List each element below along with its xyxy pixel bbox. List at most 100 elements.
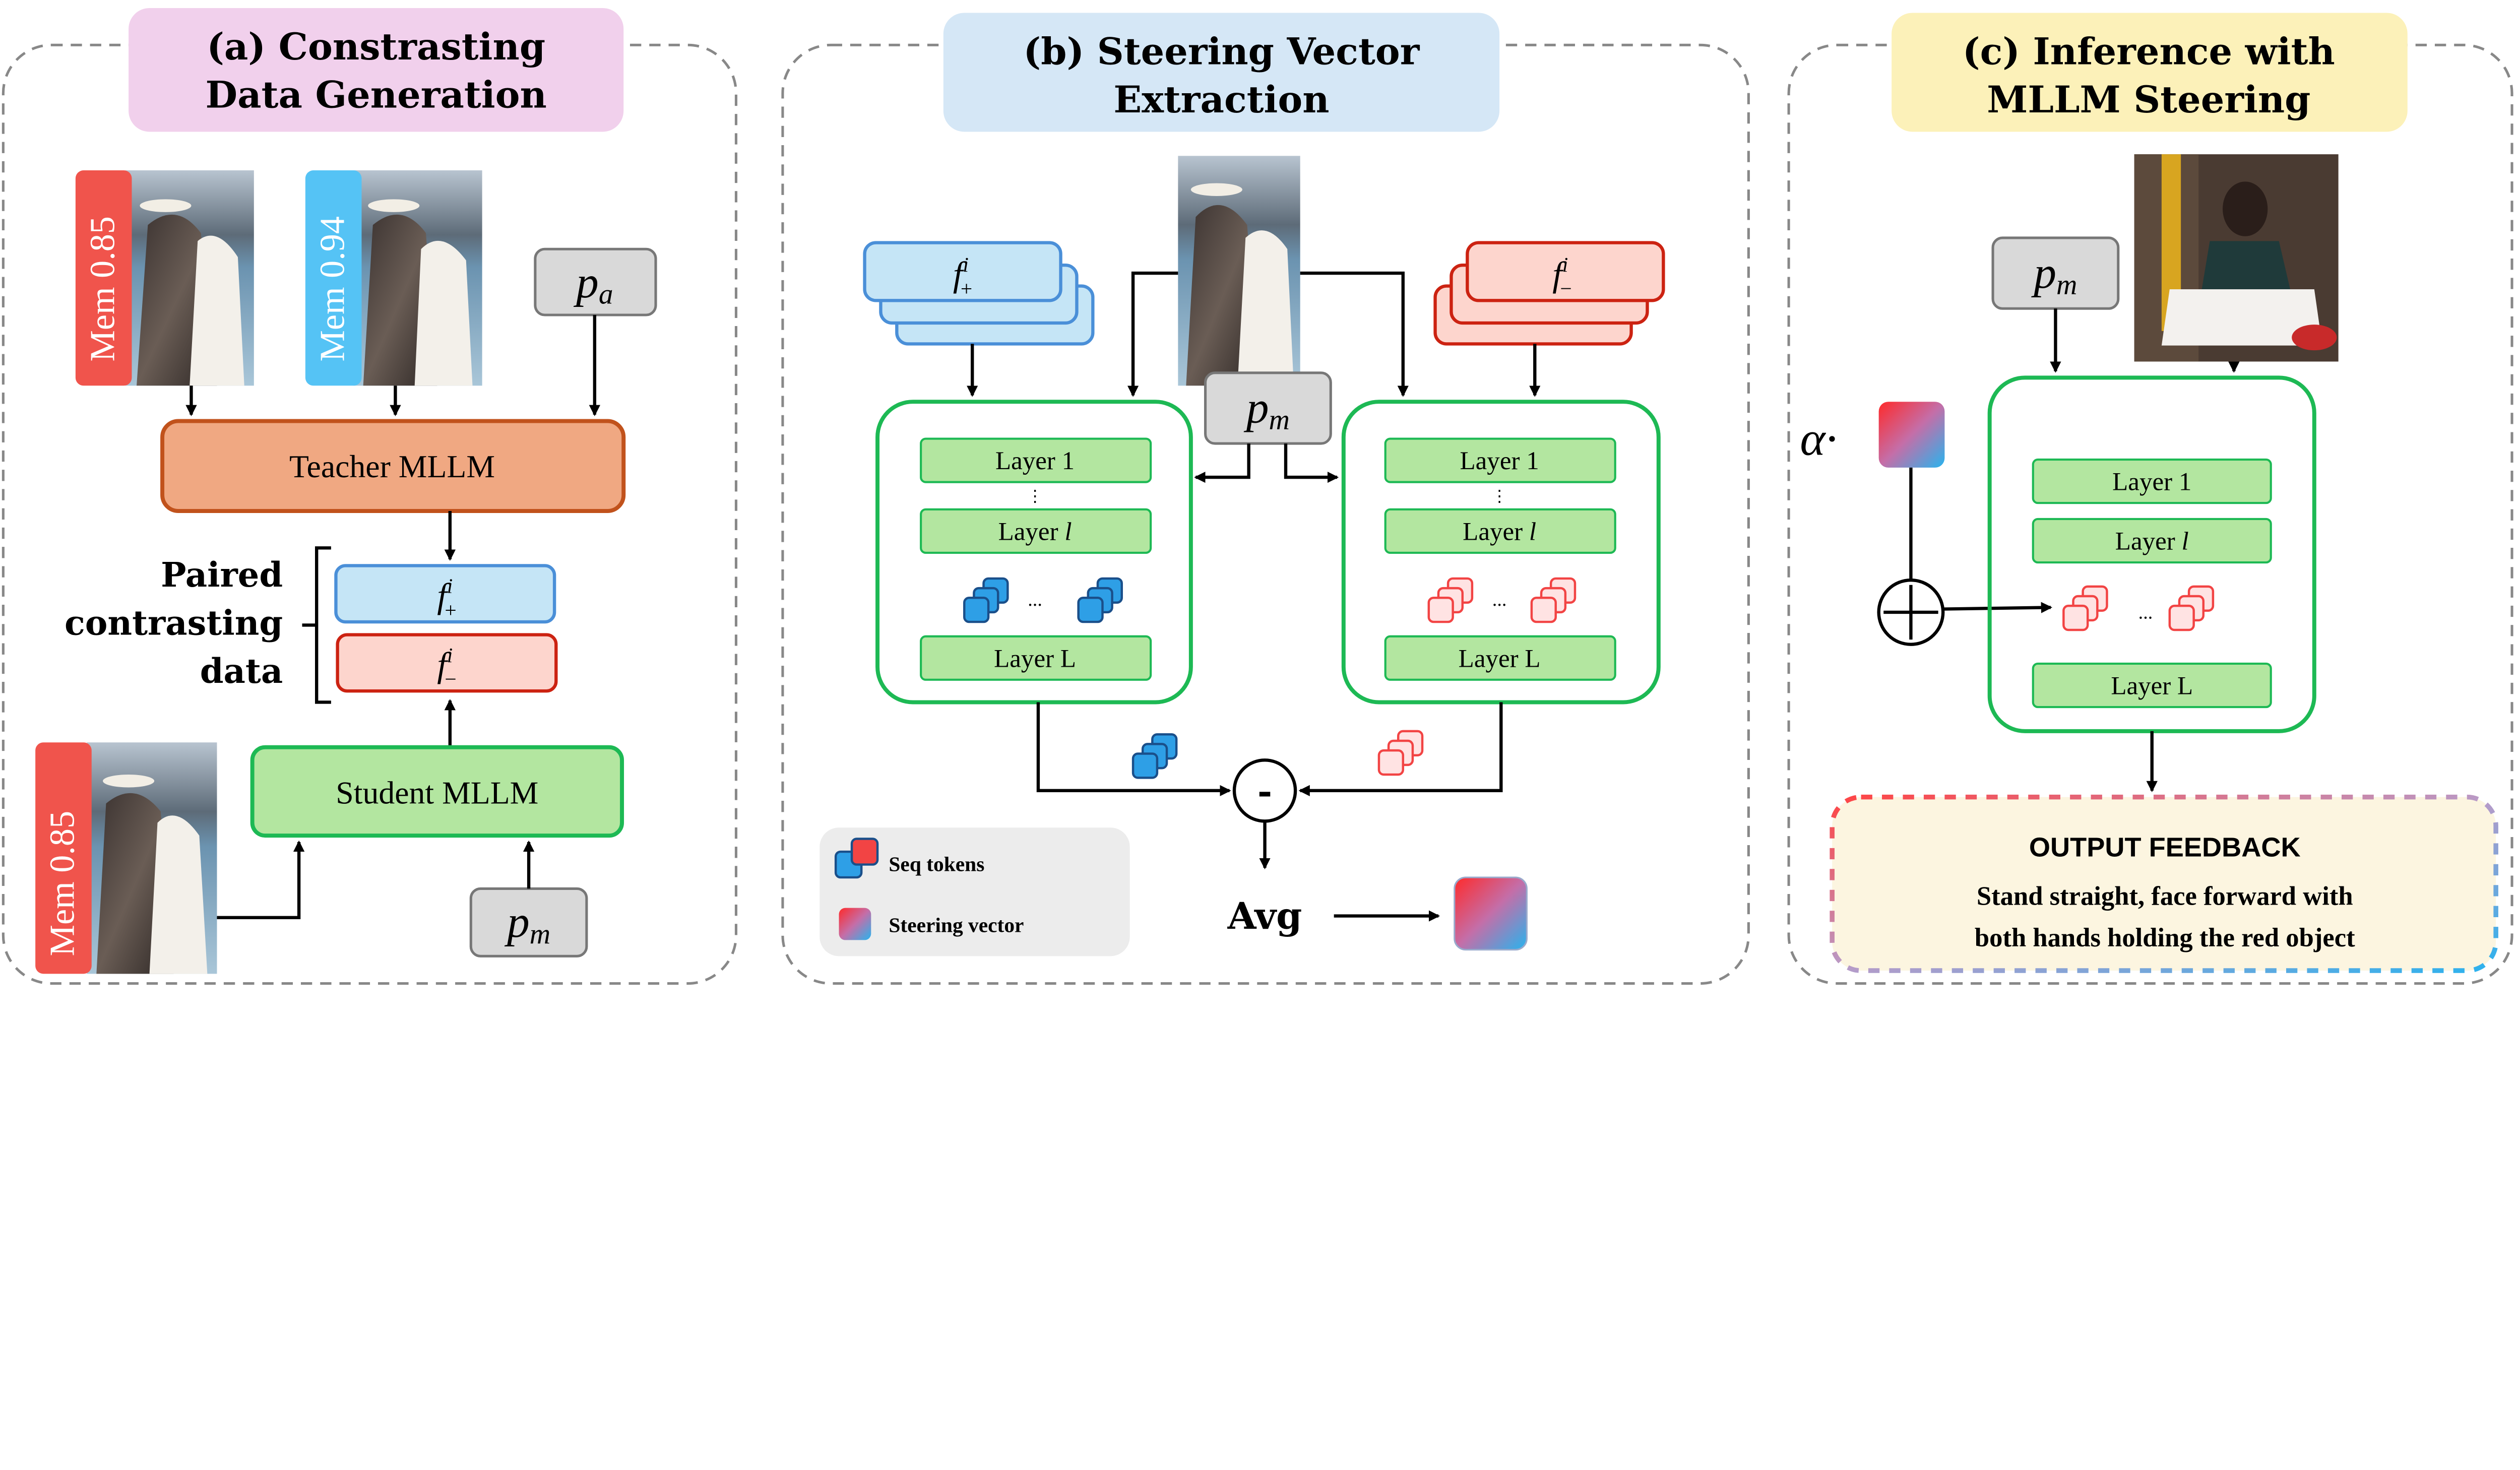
panel-c-title-bg <box>1892 13 2408 132</box>
panel-c: (c) Inference with MLLM Steering pm α· L… <box>1787 13 2513 985</box>
arrow <box>1036 702 1231 797</box>
panel-a-title-line1: (a) Constrasting <box>207 25 545 69</box>
arrow <box>217 840 305 919</box>
prompt-m-label: pm <box>2031 248 2077 301</box>
steering-vector-legend-icon <box>839 908 871 940</box>
brace <box>302 546 331 704</box>
layer-L <box>1384 635 1616 681</box>
layer-1-label: Layer 1 <box>1460 447 1539 475</box>
arrow <box>1943 602 2053 613</box>
method-diagram: (a) Constrasting Data Generation Mem 0.8… <box>2 8 2513 985</box>
token-square <box>850 838 879 866</box>
steering-vector-icon <box>1454 876 1528 951</box>
teacher-mllm-label: Teacher MLLM <box>289 449 495 484</box>
token-group <box>1377 730 1424 776</box>
token-square <box>2168 604 2195 631</box>
token-square <box>1077 596 1104 623</box>
output-feedback-line: Stand straight, face forward with <box>1977 881 2353 911</box>
mem-score-text: Mem 0.85 <box>83 216 122 361</box>
layer-l-label: Layer l <box>2115 528 2189 556</box>
plus-icon <box>1883 585 1938 640</box>
student-mllm-box <box>250 745 624 838</box>
panel-a: (a) Constrasting Data Generation Mem 0.8… <box>2 8 738 985</box>
vertical-ellipsis: ⋮ <box>1027 487 1043 505</box>
token-square <box>1377 749 1405 776</box>
mem-score-badge-high <box>305 170 362 386</box>
paired-label-line: contrasting <box>65 603 283 643</box>
f-minus-box <box>336 633 558 693</box>
token-group <box>1427 577 1577 623</box>
legend-steering-vector: Steering vector <box>889 913 1024 936</box>
token-ellipsis: ... <box>2138 602 2153 623</box>
token-group <box>1131 733 1178 779</box>
seq-tokens-legend-icon <box>834 838 879 879</box>
token-square <box>2062 604 2089 631</box>
f-plus-stack <box>863 241 1095 346</box>
prompt-m-label: pm <box>504 897 550 950</box>
token-ellipsis: ... <box>1028 589 1042 610</box>
layer-l-label: Layer l <box>998 518 1072 546</box>
token-square <box>1530 596 1557 623</box>
layer-l <box>2032 518 2272 564</box>
layer-1 <box>920 437 1152 483</box>
layer-L-label: Layer L <box>2111 672 2193 700</box>
legend <box>820 827 1130 956</box>
alpha-label: α· <box>1800 412 1837 465</box>
steering-vector-icon <box>1878 402 1945 468</box>
token-square <box>1427 596 1454 623</box>
student-mllm-label: Student MLLM <box>336 775 538 810</box>
f-plus-label: fi+ <box>953 253 972 300</box>
photo-couple-high <box>353 170 482 386</box>
layer-l <box>920 508 1152 554</box>
arrow <box>1298 702 1503 797</box>
panel-a-title-line2: Data Generation <box>205 74 546 117</box>
layer-1 <box>1384 437 1616 483</box>
photo-couple-input <box>87 742 217 974</box>
panel-b-title-line1: (b) Steering Vector <box>1024 30 1420 74</box>
token-group <box>2062 585 2215 631</box>
f-plus-box <box>334 564 556 624</box>
output-feedback-line: both hands holding the red object <box>1975 923 2355 952</box>
token-square <box>1131 752 1159 779</box>
avg-label: Avg <box>1227 894 1302 938</box>
model-positive <box>875 400 1193 705</box>
photo-couple <box>1178 156 1300 386</box>
layer-1-label: Layer 1 <box>995 447 1075 475</box>
panel-c-title-line1: (c) Inference with <box>1963 30 2335 74</box>
mem-score-badge-low <box>35 742 92 974</box>
photo-woman-sitting <box>2134 154 2339 362</box>
paired-label-line: Paired <box>161 555 283 595</box>
panel-b-title-bg <box>943 13 1500 132</box>
mem-score-text: Mem 0.85 <box>43 811 82 956</box>
panel-b-title-line2: Extraction <box>1113 78 1329 121</box>
layer-L-label: Layer L <box>994 645 1076 673</box>
f-plus-label: fi+ <box>437 574 456 622</box>
teacher-mllm-box <box>160 419 626 514</box>
f-minus-label: fi− <box>437 644 456 691</box>
mem-score-text: Mem 0.94 <box>312 216 352 361</box>
prompt-m-box <box>1204 371 1332 445</box>
arrow <box>1194 443 1250 483</box>
arrow <box>1300 271 1409 397</box>
mem-score-badge-low <box>75 170 132 386</box>
output-feedback-title: OUTPUT FEEDBACK <box>2029 833 2301 863</box>
photo-couple-low <box>125 170 254 386</box>
layer-l-label: Layer l <box>1463 518 1536 546</box>
panel-a-title-bg <box>129 8 624 132</box>
panel-c-title-line2: MLLM Steering <box>1987 78 2310 121</box>
token-square <box>963 596 990 623</box>
prompt-m-label: pm <box>1243 383 1290 436</box>
arrow <box>1284 443 1339 483</box>
f-minus-label: fi− <box>1552 253 1571 300</box>
layer-L <box>2032 662 2272 709</box>
layer-1 <box>2032 458 2272 504</box>
f-minus-stack <box>1433 241 1665 346</box>
legend-seq-tokens: Seq tokens <box>889 852 984 875</box>
vertical-ellipsis: ⋮ <box>1491 487 1507 505</box>
layer-L <box>920 635 1152 681</box>
panel-b: (b) Steering Vector Extraction fi+ fi− p… <box>781 13 1750 985</box>
prompt-a-label: pa <box>573 258 613 310</box>
minus-symbol: - <box>1257 770 1272 812</box>
arrow <box>1127 271 1178 397</box>
token-group <box>963 577 1123 623</box>
